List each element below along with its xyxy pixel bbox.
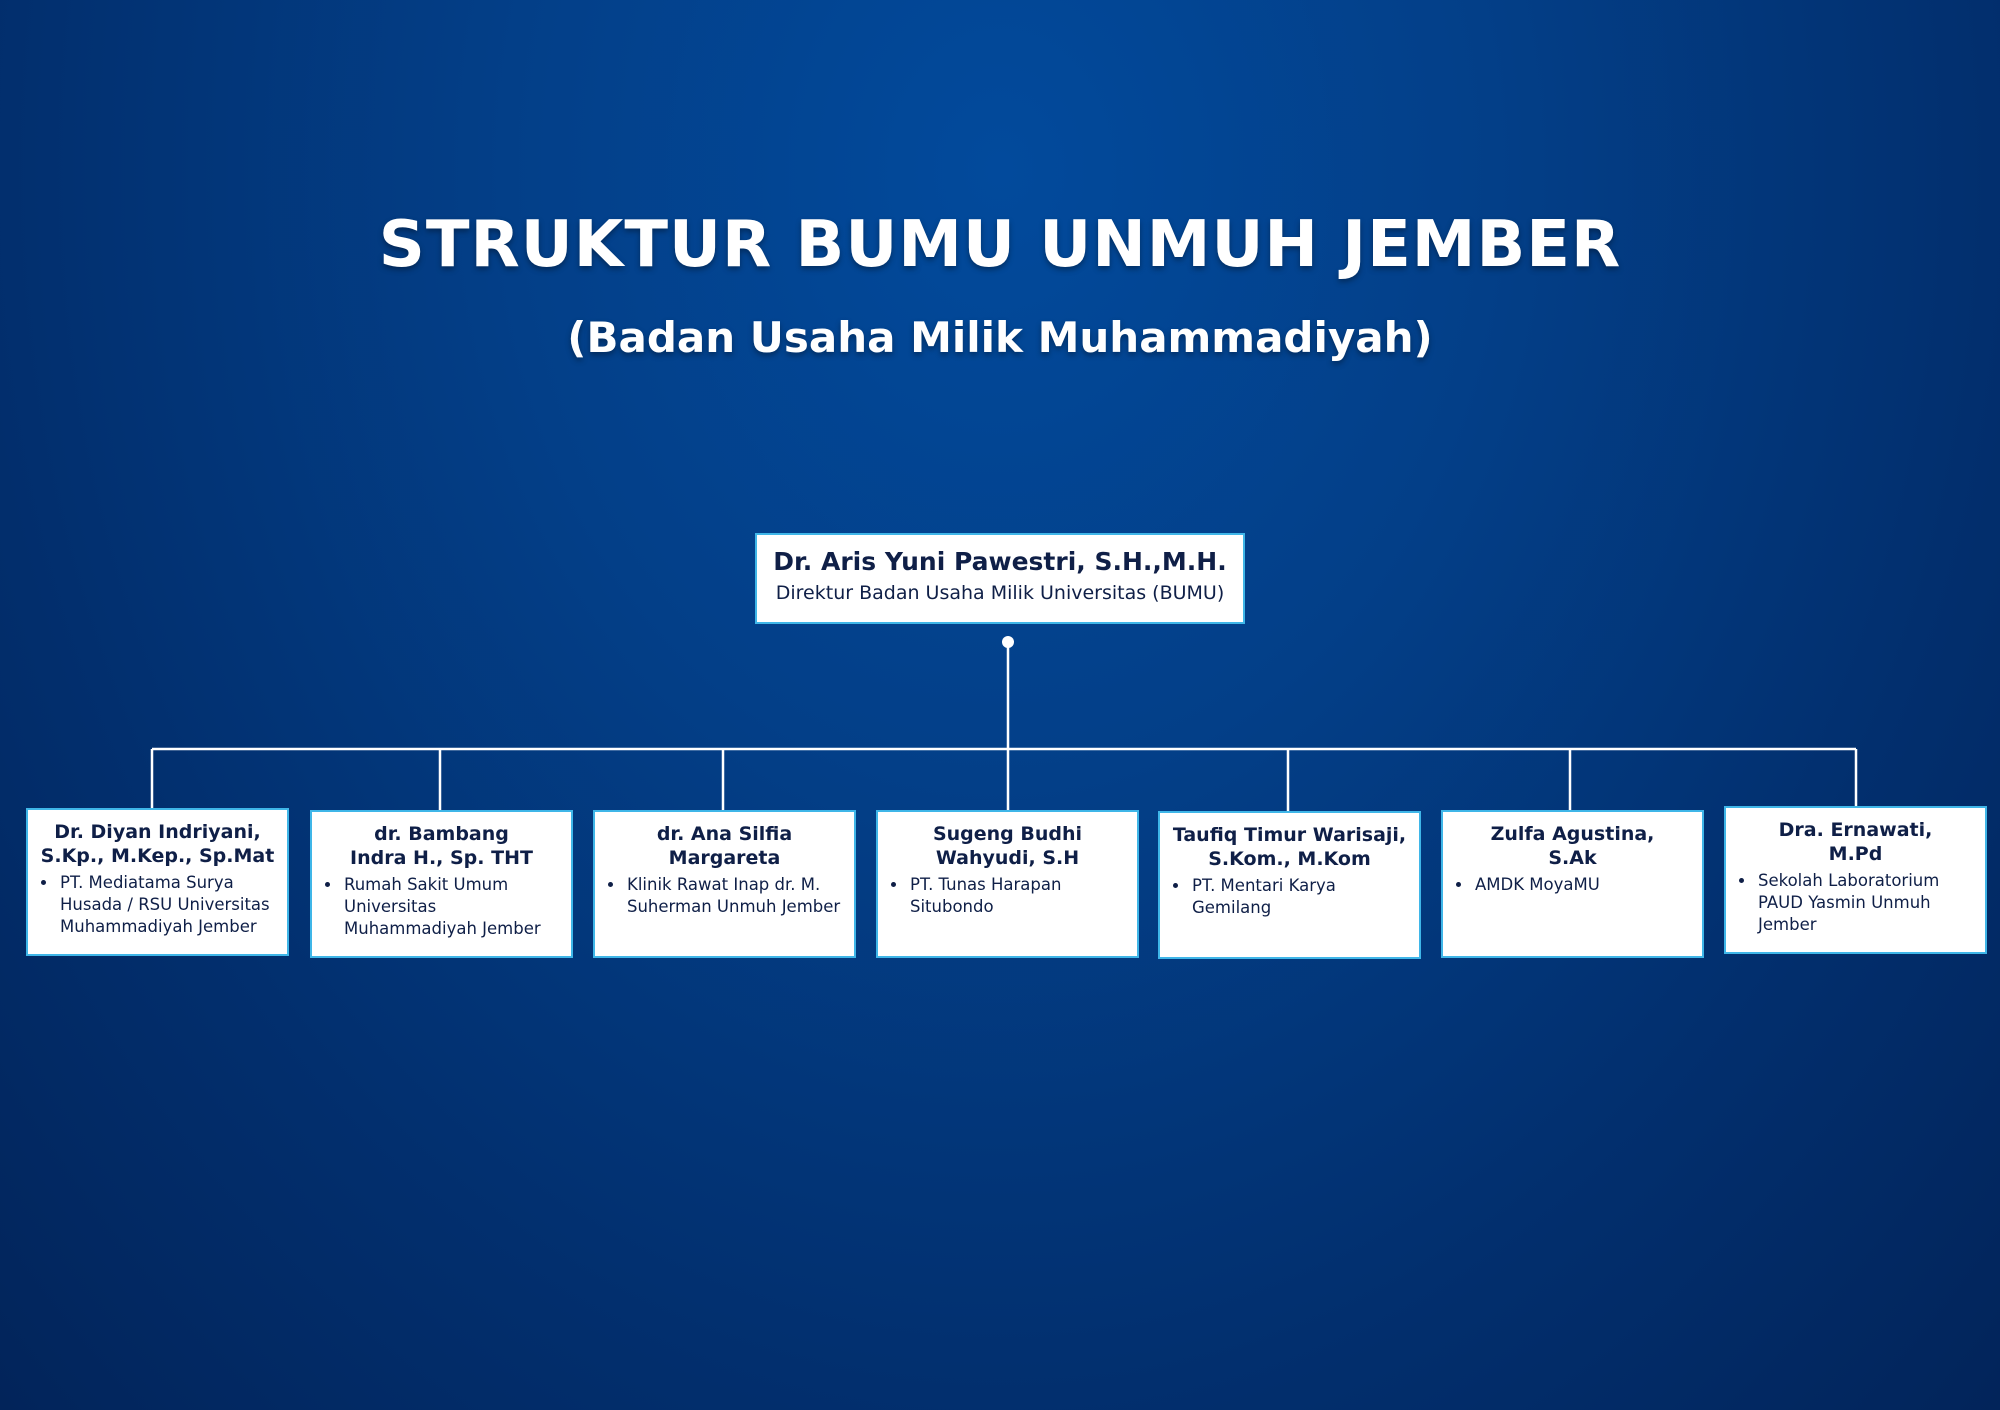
- unit-business-item: AMDK MoyaMU: [1473, 874, 1694, 896]
- unit-business-item: Sekolah Laboratorium PAUD Yasmin Unmuh J…: [1756, 870, 1977, 936]
- unit-person-name: dr. Bambang Indra H., Sp. THT: [312, 812, 571, 870]
- unit-card: Taufiq Timur Warisaji, S.Kom., M.Kom PT.…: [1158, 811, 1421, 959]
- unit-name-line: Taufiq Timur Warisaji,: [1172, 824, 1407, 846]
- unit-name-line: Sugeng Budhi: [932, 823, 1083, 845]
- unit-name-line: M.Pd: [1828, 843, 1883, 865]
- unit-business-list: PT. Mentari Karya Gemilang: [1160, 875, 1419, 919]
- unit-card: dr. Ana Silfia Margareta Klinik Rawat In…: [593, 810, 856, 958]
- unit-name-line: S.Kp., M.Kep., Sp.Mat: [40, 845, 275, 867]
- unit-business-list: PT. Tunas Harapan Situbondo: [878, 874, 1137, 918]
- unit-name-line: dr. Ana Silfia: [656, 823, 793, 845]
- unit-name-line: S.Ak: [1548, 847, 1597, 869]
- unit-card: Dra. Ernawati, M.Pd Sekolah Laboratorium…: [1724, 806, 1987, 954]
- unit-name-line: Dra. Ernawati,: [1778, 819, 1933, 841]
- unit-person-name: Dr. Diyan Indriyani, S.Kp., M.Kep., Sp.M…: [28, 810, 287, 868]
- page-subtitle: (Badan Usaha Milik Muhammadiyah): [567, 313, 1433, 362]
- unit-person-name: Dra. Ernawati, M.Pd: [1726, 808, 1985, 866]
- unit-card: Dr. Diyan Indriyani, S.Kp., M.Kep., Sp.M…: [26, 808, 289, 956]
- unit-card: Sugeng Budhi Wahyudi, S.H PT. Tunas Hara…: [876, 810, 1139, 958]
- unit-business-list: AMDK MoyaMU: [1443, 874, 1702, 896]
- unit-person-name: Sugeng Budhi Wahyudi, S.H: [878, 812, 1137, 870]
- unit-card: Zulfa Agustina, S.Ak AMDK MoyaMU: [1441, 810, 1704, 958]
- unit-name-line: Margareta: [668, 847, 781, 869]
- connector-dot: [1002, 636, 1014, 648]
- unit-person-name: Zulfa Agustina, S.Ak: [1443, 812, 1702, 870]
- unit-name-line: S.Kom., M.Kom: [1208, 848, 1371, 870]
- director-name: Dr. Aris Yuni Pawestri, S.H.,M.H.: [773, 547, 1227, 576]
- unit-business-list: Rumah Sakit Umum Universitas Muhammadiya…: [312, 874, 571, 940]
- unit-business-list: PT. Mediatama Surya Husada / RSU Univers…: [28, 872, 287, 938]
- unit-business-item: PT. Tunas Harapan Situbondo: [908, 874, 1129, 918]
- unit-business-list: Klinik Rawat Inap dr. M. Suherman Unmuh …: [595, 874, 854, 918]
- unit-name-line: Wahyudi, S.H: [935, 847, 1080, 869]
- unit-business-item: PT. Mediatama Surya Husada / RSU Univers…: [58, 872, 279, 938]
- unit-card: dr. Bambang Indra H., Sp. THT Rumah Saki…: [310, 810, 573, 958]
- unit-person-name: dr. Ana Silfia Margareta: [595, 812, 854, 870]
- unit-business-item: PT. Mentari Karya Gemilang: [1190, 875, 1411, 919]
- unit-name-line: dr. Bambang: [374, 823, 509, 845]
- unit-name-line: Dr. Diyan Indriyani,: [54, 821, 261, 843]
- unit-name-line: Indra H., Sp. THT: [350, 847, 533, 869]
- unit-business-item: Klinik Rawat Inap dr. M. Suherman Unmuh …: [625, 874, 846, 918]
- unit-person-name: Taufiq Timur Warisaji, S.Kom., M.Kom: [1160, 813, 1419, 871]
- director-card: Dr. Aris Yuni Pawestri, S.H.,M.H. Direkt…: [755, 533, 1245, 624]
- unit-business-list: Sekolah Laboratorium PAUD Yasmin Unmuh J…: [1726, 870, 1985, 936]
- page-title: STRUKTUR BUMU UNMUH JEMBER: [378, 208, 1622, 282]
- unit-business-item: Rumah Sakit Umum Universitas Muhammadiya…: [342, 874, 563, 940]
- unit-name-line: Zulfa Agustina,: [1490, 823, 1655, 845]
- director-role: Direktur Badan Usaha Milik Universitas (…: [775, 582, 1225, 604]
